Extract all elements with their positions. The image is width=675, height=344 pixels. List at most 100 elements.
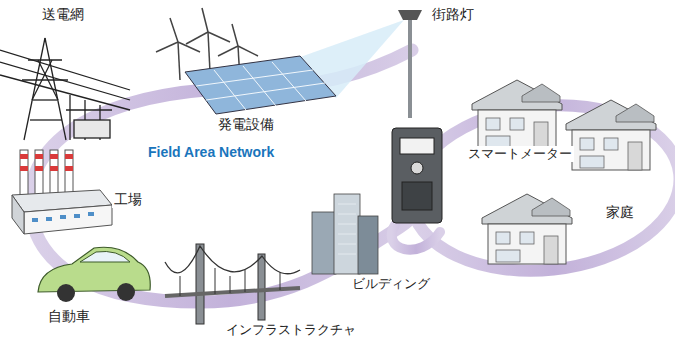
bridge xyxy=(196,244,204,324)
car xyxy=(117,283,135,301)
factory xyxy=(50,154,58,159)
factory xyxy=(20,150,28,195)
factory xyxy=(32,212,94,222)
transmission-tower xyxy=(0,62,130,100)
office-building xyxy=(358,216,378,274)
factory xyxy=(65,154,73,159)
wind-turbine xyxy=(170,18,178,42)
bridge xyxy=(245,270,246,292)
solar-panel xyxy=(214,70,246,110)
office-building xyxy=(338,204,356,205)
factory xyxy=(88,212,94,216)
solar-panel xyxy=(185,56,336,114)
street-light xyxy=(408,18,412,118)
wind-turbine xyxy=(208,32,210,72)
factory xyxy=(74,214,80,218)
transmission-tower xyxy=(0,38,130,140)
solar-panel xyxy=(272,62,306,101)
part-label: 送電網 xyxy=(40,6,86,23)
office-building xyxy=(338,204,356,254)
solar-panel xyxy=(185,56,336,114)
office-building xyxy=(312,212,336,274)
factory xyxy=(24,205,112,234)
street-light xyxy=(398,10,422,20)
transmission-tower xyxy=(24,38,45,140)
smart-meter xyxy=(402,182,432,210)
network-band xyxy=(392,225,440,250)
part-label: 自動車 xyxy=(46,308,92,325)
smart-meter xyxy=(392,128,442,223)
wind-turbine xyxy=(178,42,200,52)
car xyxy=(57,284,75,302)
street-light xyxy=(398,10,422,118)
house xyxy=(472,80,656,264)
factory xyxy=(50,166,58,171)
part-label: 家庭 xyxy=(604,204,636,221)
network-band xyxy=(30,50,675,302)
factory xyxy=(35,154,43,159)
office-building xyxy=(338,234,356,235)
car xyxy=(38,247,150,292)
wind-turbine xyxy=(232,24,238,46)
office-building xyxy=(334,194,360,274)
bridge xyxy=(165,246,300,274)
part-label: 工場 xyxy=(112,191,144,208)
transmission-tower xyxy=(0,50,130,90)
part-label: インフラストラクチャ xyxy=(224,322,358,338)
solar-panel xyxy=(243,66,276,106)
smart-meter xyxy=(400,138,434,154)
bridge xyxy=(230,276,231,293)
solar-panel xyxy=(196,62,325,110)
car xyxy=(80,251,130,262)
factory xyxy=(60,215,66,219)
office-building xyxy=(338,224,356,225)
factory xyxy=(46,217,52,221)
wind-turbine xyxy=(208,32,230,42)
transmission-tower xyxy=(33,99,57,100)
solar-panel xyxy=(206,83,325,100)
wind-turbine xyxy=(178,42,180,80)
bridge xyxy=(280,272,281,290)
factory xyxy=(20,166,28,171)
transmission-tower xyxy=(38,60,58,100)
part-label: 街路灯 xyxy=(430,6,476,23)
wind-turbine xyxy=(238,46,258,56)
transmission-tower xyxy=(69,95,70,140)
office-building xyxy=(338,244,356,245)
factory xyxy=(65,166,73,171)
transmission-tower xyxy=(45,38,66,140)
part-label: 発電設備 xyxy=(216,116,276,133)
transmission-tower xyxy=(74,120,110,138)
factory xyxy=(50,150,58,195)
house xyxy=(472,80,562,150)
network-name: Field Area Network xyxy=(146,144,276,161)
car xyxy=(38,247,150,302)
office-building xyxy=(338,254,356,255)
wind-turbine xyxy=(202,8,208,32)
house xyxy=(482,194,572,264)
transmission-tower xyxy=(32,60,52,100)
office-building xyxy=(338,214,356,215)
smart-meter xyxy=(392,128,442,223)
factory xyxy=(35,150,43,195)
solar-panel xyxy=(196,70,313,86)
bridge xyxy=(215,268,216,294)
bridge xyxy=(165,244,300,324)
transmission-tower xyxy=(30,119,62,120)
factory xyxy=(12,195,24,234)
wind-turbine xyxy=(218,46,238,56)
transmission-tower xyxy=(0,75,130,110)
factory xyxy=(35,166,43,171)
factory xyxy=(20,154,73,171)
transmission-tower xyxy=(66,109,112,110)
office-building xyxy=(312,194,378,274)
factory xyxy=(20,154,28,159)
smart-meter xyxy=(411,162,423,174)
factory xyxy=(32,218,38,222)
part-label: ビルディング xyxy=(350,276,432,292)
factory xyxy=(65,150,73,195)
house xyxy=(566,100,656,170)
factory xyxy=(12,150,112,234)
